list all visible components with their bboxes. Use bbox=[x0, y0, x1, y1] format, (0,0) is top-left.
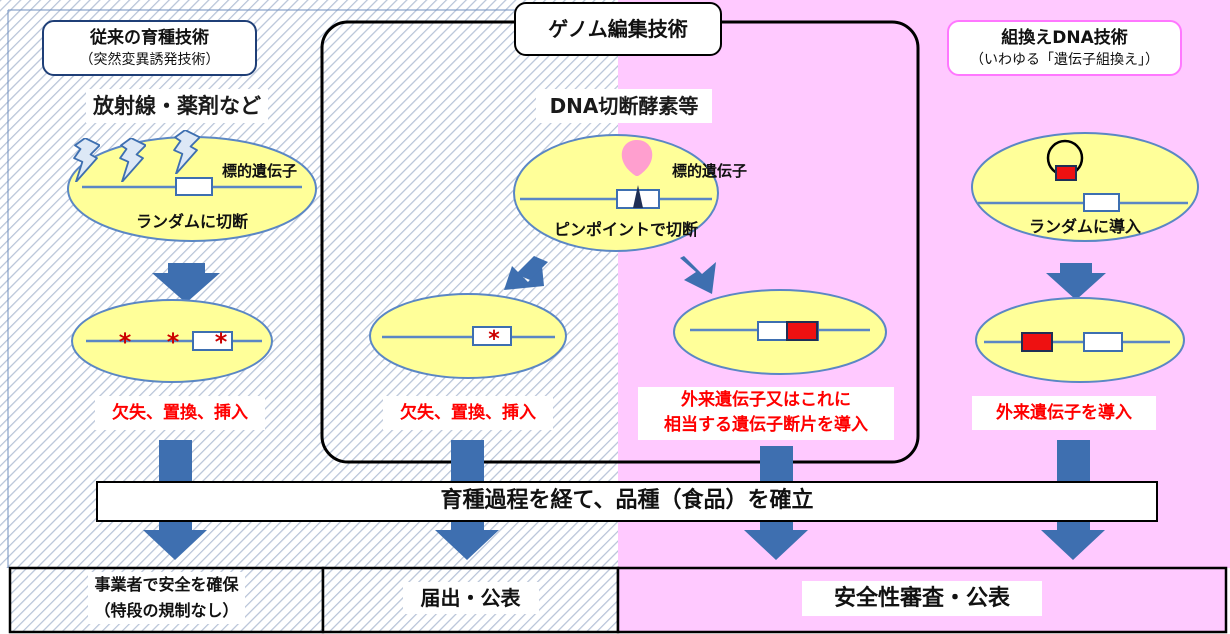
down-arrow-icon bbox=[744, 521, 808, 560]
recombinant-cut-label: ランダムに導入 bbox=[1028, 217, 1141, 236]
recombinant-lower-oval bbox=[975, 297, 1185, 383]
foreign-gene-box bbox=[1055, 165, 1077, 181]
arrow-shaft bbox=[1057, 440, 1090, 482]
result-right-line2: 相当する遺伝子断片を導入 bbox=[664, 415, 868, 435]
conventional-target-gene-label: 標的遺伝子 bbox=[222, 162, 298, 180]
recombinant-title-box: 組換えDNA技術 （いわゆる「遺伝子組換え」） bbox=[947, 20, 1182, 76]
genome-editing-result-right-label: 外来遺伝子又はこれに 相当する遺伝子断片を導入 bbox=[638, 387, 894, 440]
foreign-gene-box bbox=[1021, 332, 1053, 352]
conventional-agent-label: 放射線・薬剤など bbox=[86, 89, 268, 123]
recombinant-title: 組換えDNA技術 bbox=[1001, 28, 1128, 48]
outcome-conventional-line1: 事業者で安全を確保 bbox=[88, 572, 245, 598]
target-gene-box bbox=[175, 177, 213, 196]
genome-editing-target-gene-label: 標的遺伝子 bbox=[672, 162, 748, 180]
conventional-title-box: 従来の育種技術 （突然変異誘発技術） bbox=[42, 20, 257, 76]
outcome-notification-text: 届出・公表 bbox=[402, 582, 539, 614]
arrow-shaft bbox=[159, 440, 192, 482]
target-gene-box bbox=[472, 326, 512, 346]
conventional-result-label: 欠失、置換、挿入 bbox=[95, 396, 265, 430]
mutation-asterisk-icon: * bbox=[119, 328, 132, 356]
target-gene-box bbox=[192, 331, 233, 351]
arrow-shaft bbox=[760, 446, 793, 482]
conventional-subtitle: （突然変異誘発技術） bbox=[79, 52, 220, 68]
mutation-asterisk-icon: * bbox=[215, 328, 228, 356]
mutation-asterisk-icon: * bbox=[167, 328, 180, 356]
genome-editing-title: ゲノム編集技術 bbox=[548, 17, 688, 41]
down-arrow-icon bbox=[1041, 521, 1105, 560]
outcome-safety-review-label: 安全性審査・公表 bbox=[618, 580, 1226, 616]
down-arrow-icon bbox=[435, 521, 499, 560]
down-left-arrow-icon bbox=[504, 266, 544, 290]
inserted-gene-box bbox=[786, 321, 818, 341]
outcome-conventional-label: 事業者で安全を確保 （特段の規制なし） bbox=[10, 572, 323, 624]
outcome-notification-label: 届出・公表 bbox=[323, 582, 618, 614]
mutation-asterisk-icon: * bbox=[488, 327, 500, 352]
target-gene-box bbox=[1083, 193, 1120, 212]
breeding-process-label: 育種過程を経て、品種（食品）を確立 bbox=[440, 488, 814, 513]
down-arrow-icon bbox=[143, 521, 207, 560]
genome-editing-title-box: ゲノム編集技術 bbox=[514, 2, 722, 56]
arrow-shaft bbox=[451, 440, 484, 482]
pink-region bbox=[618, 0, 1230, 568]
target-gene-box bbox=[1083, 332, 1123, 352]
down-right-arrow-icon bbox=[680, 256, 716, 294]
outcome-safety-review-text: 安全性審査・公表 bbox=[801, 581, 1042, 616]
conventional-cut-label: ランダムに切断 bbox=[135, 212, 248, 231]
down-arrow-icon bbox=[152, 263, 220, 303]
genome-editing-result-left-label: 欠失、置換、挿入 bbox=[383, 396, 553, 430]
cut-point-icon bbox=[633, 185, 643, 208]
enzyme-icon bbox=[621, 140, 653, 176]
recombinant-result-label: 外来遺伝子を導入 bbox=[972, 396, 1156, 430]
conventional-title: 従来の育種技術 bbox=[90, 28, 209, 48]
breeding-process-bar: 育種過程を経て、品種（食品）を確立 bbox=[96, 481, 1158, 522]
down-arrow-icon bbox=[1046, 263, 1106, 300]
arrow-shaft bbox=[516, 256, 548, 280]
recombinant-subtitle: （いわゆる「遺伝子組換え」） bbox=[970, 52, 1159, 68]
genome-editing-cut-label: ピンポイントで切断 bbox=[553, 220, 698, 239]
result-right-line1: 外来遺伝子又はこれに bbox=[681, 390, 851, 410]
outcome-conventional-line2: （特段の規制なし） bbox=[88, 598, 245, 624]
recombinant-upper-oval bbox=[971, 132, 1199, 242]
genome-editing-agent-label: DNA切断酵素等 bbox=[536, 89, 712, 123]
